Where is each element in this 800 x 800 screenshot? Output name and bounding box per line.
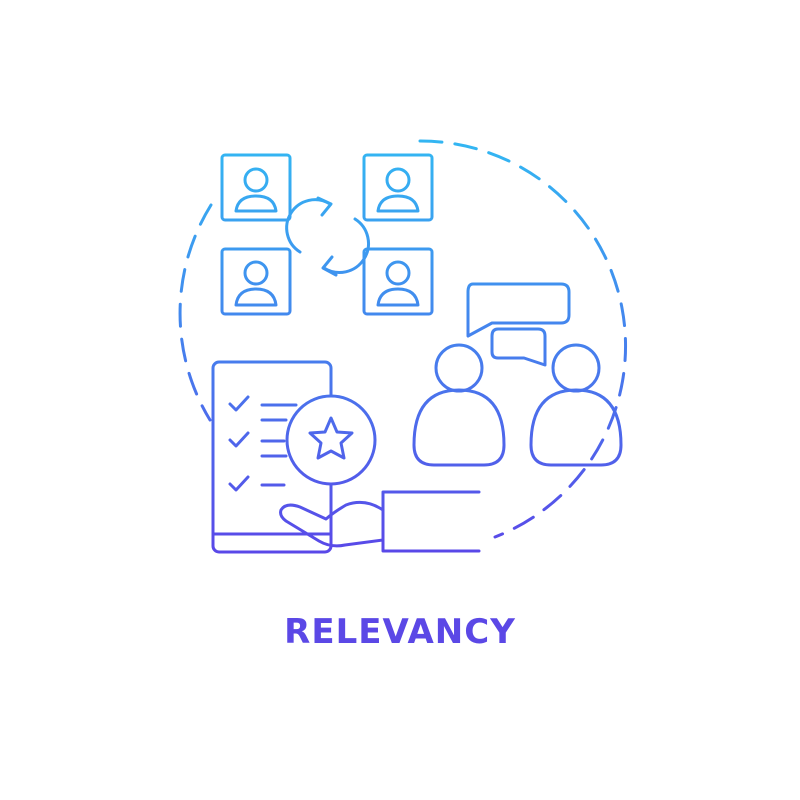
concept-title: RELEVANCY — [284, 612, 516, 652]
user-profile-card-icon — [362, 247, 434, 316]
dashed-circle-frame-left — [178, 203, 213, 422]
refresh-cycle-icon — [285, 196, 370, 277]
people-icon — [412, 343, 623, 467]
user-profile-card-icon — [220, 247, 292, 316]
star-badge-icon — [285, 394, 377, 486]
dashed-circle-frame — [418, 139, 628, 539]
chat-bubble-icon — [466, 282, 571, 367]
hand-offering-icon — [279, 490, 481, 553]
checklist-document-icon — [211, 360, 333, 554]
user-profile-card-icon — [220, 153, 292, 222]
user-profile-card-icon — [362, 153, 434, 222]
